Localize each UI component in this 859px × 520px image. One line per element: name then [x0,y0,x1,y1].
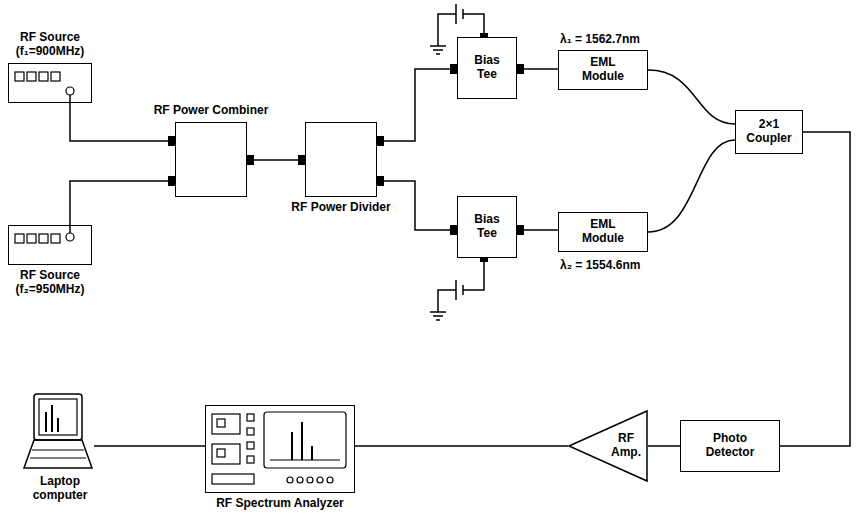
display-digit [51,72,60,81]
ground-symbol [436,319,440,321]
rf-source: RF Source (f₂=950MHz) [8,225,92,265]
cable-connector [648,70,735,124]
cable-connector [70,181,175,225]
battery-plate [462,9,464,19]
node-label: RF Source (f₂=950MHz) [2,269,98,297]
keyboard [32,449,84,450]
analyzer-display [212,414,240,434]
display-digit [39,72,48,81]
node-label: RF Spectrum Analyzer [216,497,344,511]
node-label: RF Source (f₁=900MHz) [2,31,98,59]
bias-tee: Bias Tee [457,196,517,258]
dc-wire [463,14,484,33]
cable-connector [355,445,568,447]
cable-connector [247,159,305,161]
photo-detector: Photo Detector [680,420,780,472]
cable-connector [648,140,735,232]
analyzer-display [212,444,240,464]
analyzer-knob [317,477,323,483]
battery-plate [462,285,464,295]
node-label: Bias Tee [467,54,507,82]
node-label: EML Module [577,56,629,84]
analyzer-panel [212,474,254,484]
laptop-screen [34,394,82,440]
output-connector [66,233,74,241]
display-digit [27,72,36,81]
node-label: Bias Tee [467,213,507,241]
output-connector [66,87,74,95]
analyzer-knob [297,477,303,483]
node-label: Laptop computer [28,475,92,503]
display-digit [39,234,48,243]
eml-module: EML Module [558,212,648,252]
dc-wire [438,14,456,46]
bias-tee: Bias Tee [457,37,517,99]
node-label: 2×1 Coupler [744,118,794,146]
laptop-display [39,399,77,435]
dc-wire [463,262,484,290]
spectrum-trace [270,459,340,460]
node-label: RF Power Divider [291,201,390,215]
analyzer-button [247,456,254,463]
screen-bar [51,405,53,432]
node-label: EML Module [577,218,629,246]
node-label: Photo Detector [700,432,760,460]
display-digit [15,72,24,81]
wavelength-label: λ₁ = 1562.7nm [560,32,640,46]
cable-connector [780,132,850,446]
node-label: RF Power Combiner [154,104,269,118]
analyzer-display [217,449,225,457]
power-divider: RF Power Divider [305,122,377,197]
analyzer-knob [307,477,313,483]
spectrum-analyzer: RF Spectrum Analyzer [205,405,355,493]
wavelength-label: λ₂ = 1554.6nm [560,258,640,272]
ground-symbol [436,53,440,55]
analyzer-button [247,428,254,435]
amplifier-triangle [569,411,647,481]
screen-bar [57,418,59,432]
cable-connector [648,445,680,447]
analyzer-screen [264,412,346,468]
power-combiner: RF Power Combiner [175,122,247,197]
analyzer-knob [287,477,293,483]
ground-symbol [430,45,446,47]
spectrum-line [301,422,303,460]
rf-port [168,33,524,262]
keyboard [30,457,86,458]
display-digit [15,234,24,243]
rf-source: RF Source (f₁=900MHz) [8,63,92,103]
output-cable [69,225,71,233]
dc-wire [438,290,456,312]
optical-coupler: 2×1 Coupler [735,110,803,154]
spectrum-line [311,446,313,460]
display-digit [51,234,60,243]
analyzer-button [247,442,254,449]
display-digit [27,234,36,243]
analyzer-display [217,419,225,427]
cable-connector [94,445,205,447]
spectrum-line [291,432,293,460]
screen-bar [45,412,47,432]
ground-symbol [433,49,443,51]
laptop-base [24,440,92,468]
rf-amplifier: RF Amp. [568,410,648,482]
eml-module: EML Module [558,50,648,90]
output-cable [69,95,71,103]
ground-symbol [430,311,446,313]
ground-symbol [433,315,443,317]
cable-connector [377,69,457,141]
laptop: Laptop computer [26,392,94,470]
node-label: RF Amp. [608,432,644,460]
analyzer-knob [327,477,333,483]
analyzer-button [247,414,254,421]
